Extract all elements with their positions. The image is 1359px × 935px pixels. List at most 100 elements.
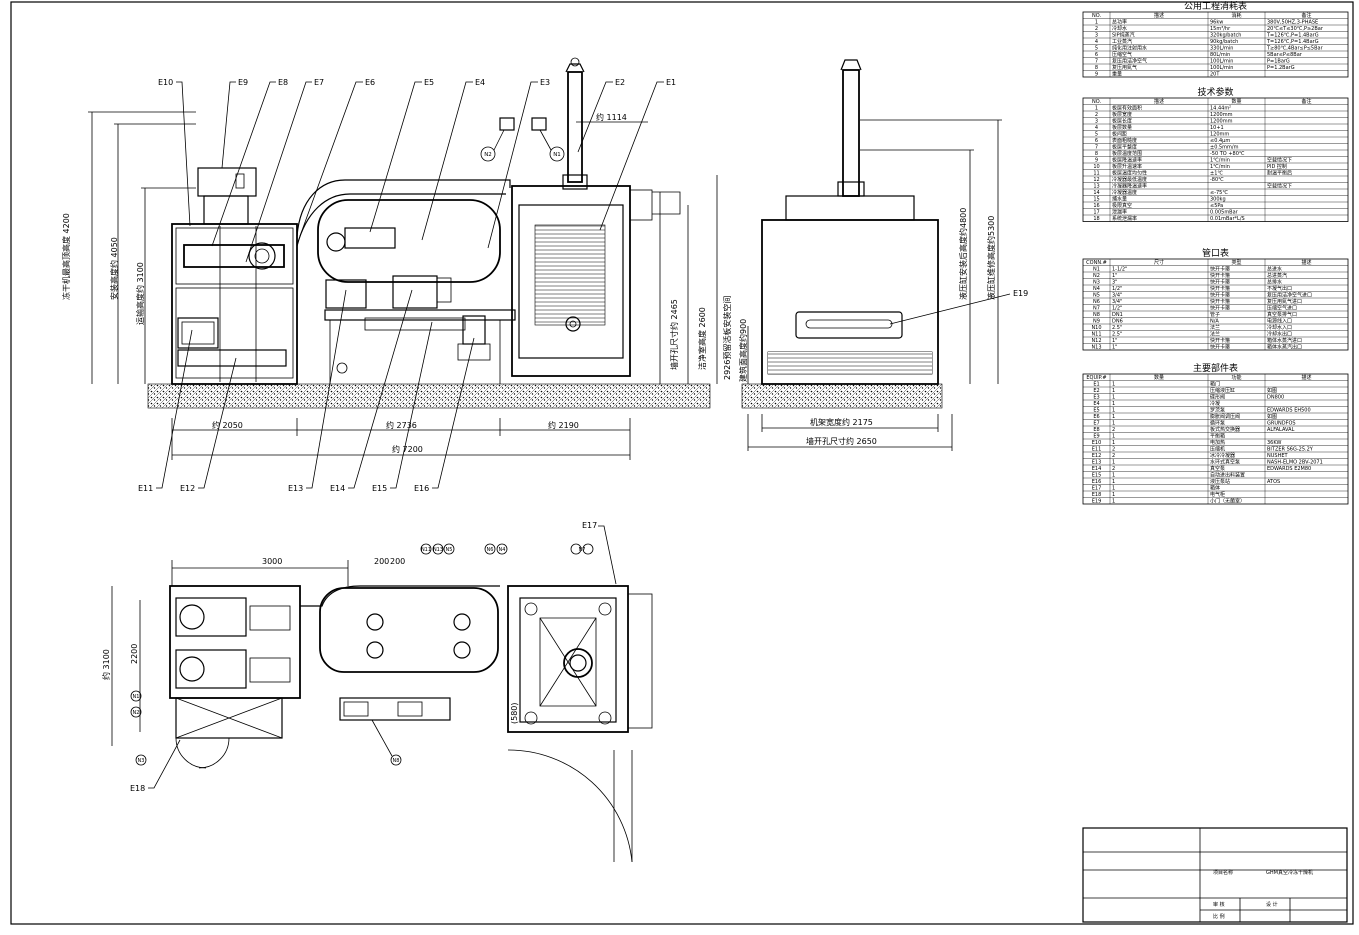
table-header-cell: NO.	[1092, 99, 1101, 105]
table-cell: 快开卡箍	[1210, 344, 1230, 351]
plan-nozzle-n8: N8	[393, 758, 400, 764]
side-dim-2650: 墙开孔尺寸约 2650	[806, 436, 877, 446]
table-cell: P=1.2BarG	[1267, 65, 1295, 71]
callout-e17: E17	[582, 521, 597, 530]
table-cell: N6	[1093, 299, 1100, 305]
front-dim-2050: 约 2050	[212, 420, 243, 430]
plan-dim-3000: 3000	[262, 557, 282, 566]
table-cell: 100L/min	[1210, 65, 1233, 71]
table-cell: 冷凝	[1210, 400, 1220, 407]
table-cell: 板层长度	[1112, 118, 1132, 125]
table-cell: E13	[1092, 460, 1102, 466]
table-cell: 板层宽度	[1112, 111, 1132, 118]
callout-e14: E14	[330, 484, 345, 493]
table-cell: N8	[1093, 312, 1100, 318]
table-cell: T≥80℃,4Bar≤P≤5Bar	[1266, 46, 1324, 52]
table-cell: -50 TO +80℃	[1210, 151, 1245, 157]
table-cell: E4	[1093, 401, 1099, 407]
front-dim-2600: 洁净室高度 2600	[697, 307, 707, 370]
table-cell: 8	[1095, 151, 1098, 157]
side-dim-2175: 机架宽度约 2175	[810, 417, 873, 427]
front-dim-2926: 2926预留活板安装空间	[722, 296, 732, 380]
table-cell: ALFALAVAL	[1267, 427, 1295, 433]
table-cell: 20℃≤T≤30℃,P≥2Bar	[1267, 26, 1324, 32]
table-cell: 90kg/batch	[1210, 39, 1238, 45]
table-cell: PID 控制	[1267, 163, 1287, 170]
table-header-cell: 描述	[1154, 12, 1164, 19]
table-cell: 重量	[1112, 71, 1122, 78]
table-cell: 电源线入口	[1267, 318, 1292, 325]
table-cell: E5	[1093, 408, 1099, 414]
table-cell: EDWARDS EH500	[1267, 408, 1311, 414]
front-nozzle-n1: N1	[553, 152, 561, 158]
table-cell: E19	[1092, 499, 1102, 505]
table-cell: 5	[1095, 132, 1098, 138]
table-cell: 1-1/2"	[1112, 267, 1127, 273]
table-cell: ≤5Pa	[1210, 203, 1223, 209]
table-cell: 4	[1095, 125, 1098, 131]
table-cell: 1	[1112, 401, 1115, 407]
table-cell: 板层数量	[1112, 124, 1132, 131]
callout-e2: E2	[615, 78, 625, 87]
table-cell: 复压用氮气进口	[1267, 298, 1302, 305]
side-dim-4800: 液压缸安装后高度约4800	[958, 208, 968, 300]
side-ground	[741, 383, 943, 409]
table-cell: 冰冷冷凝器	[1210, 452, 1235, 459]
table-cell: 复压用氮气	[1112, 64, 1137, 71]
plan-dim-200b: 200	[390, 557, 405, 566]
table-cell: 真空泵排气口	[1267, 311, 1297, 318]
table-cell: N12	[1091, 338, 1101, 344]
table-cell: 板层有效面积	[1112, 105, 1142, 112]
table-cell: 快开卡箍	[1210, 298, 1230, 305]
front-dim-7200: 约 7200	[392, 444, 423, 454]
table-cell: 2	[1112, 453, 1115, 459]
table-cell: 300kg	[1210, 197, 1226, 203]
table-cell: T=126℃,P=1.4BarG	[1266, 33, 1319, 39]
table-cell: E3	[1093, 395, 1099, 401]
plan-nozzle-n2: N2	[133, 710, 140, 716]
table-cell: 1	[1112, 388, 1115, 394]
table-cell: N1	[1093, 267, 1100, 273]
table-cell: 80L/min	[1210, 52, 1230, 58]
side-dim-900: 建筑面高度约900	[738, 319, 748, 382]
side-elevation: E19 机架宽度约 2175 墙开孔尺寸约 2650 建筑面高度约900 液压缸…	[738, 59, 1028, 451]
table-header-cell: 消耗	[1231, 12, 1241, 19]
table-cell: 水环式真空泵	[1210, 459, 1240, 466]
table-header-cell: 描述	[1301, 259, 1311, 266]
callout-e11: E11	[138, 484, 153, 493]
table-cell: 真空泵	[1210, 465, 1225, 472]
front-dim-3100: 运输高度约 3100	[135, 262, 145, 325]
table-cell: BITZER S6G-25.2Y	[1267, 447, 1314, 453]
callout-e13: E13	[288, 484, 303, 493]
table-cell: 2.5"	[1112, 325, 1122, 331]
table-cell: 5Bar≤P≤8Bar	[1267, 52, 1303, 58]
table-cell: N9	[1093, 319, 1100, 325]
table-cell: 1	[1112, 421, 1115, 427]
plan-dim-2200: 2200	[130, 644, 139, 664]
table-cell: 320kg/batch	[1210, 33, 1241, 39]
table-title-tech: 技术参数	[1197, 86, 1233, 98]
table-cell: N11	[1091, 332, 1101, 338]
table-cell: N2	[1093, 273, 1100, 279]
front-dim-4200: 冻干机最高顶高度 4200	[61, 213, 71, 300]
table-cell: 6	[1095, 138, 1098, 144]
front-dim-2190: 约 2190	[548, 420, 579, 430]
table-header-cell: 备注	[1301, 98, 1311, 105]
callout-e6: E6	[365, 78, 375, 87]
table-title-pipes: 管口表	[1202, 247, 1229, 259]
table-cell: 1	[1112, 408, 1115, 414]
table-frame-tech	[1082, 97, 1349, 222]
callout-e9: E9	[238, 78, 248, 87]
table-cell: 压缩空气	[1112, 51, 1132, 58]
table-header-cell: 类型	[1231, 259, 1241, 266]
table-cell: 120mm	[1210, 132, 1229, 138]
table-cell: E15	[1092, 473, 1102, 479]
table-cell: 箱门	[1210, 381, 1220, 388]
table-cell: E17	[1092, 486, 1102, 492]
table-cell: 1	[1112, 434, 1115, 440]
table-cell: 2	[1112, 427, 1115, 433]
table-cell: 泄漏率	[1112, 209, 1127, 216]
table-cell: 1	[1095, 106, 1098, 112]
callout-e3: E3	[540, 78, 550, 87]
table-cell: 电加热	[1210, 439, 1225, 446]
